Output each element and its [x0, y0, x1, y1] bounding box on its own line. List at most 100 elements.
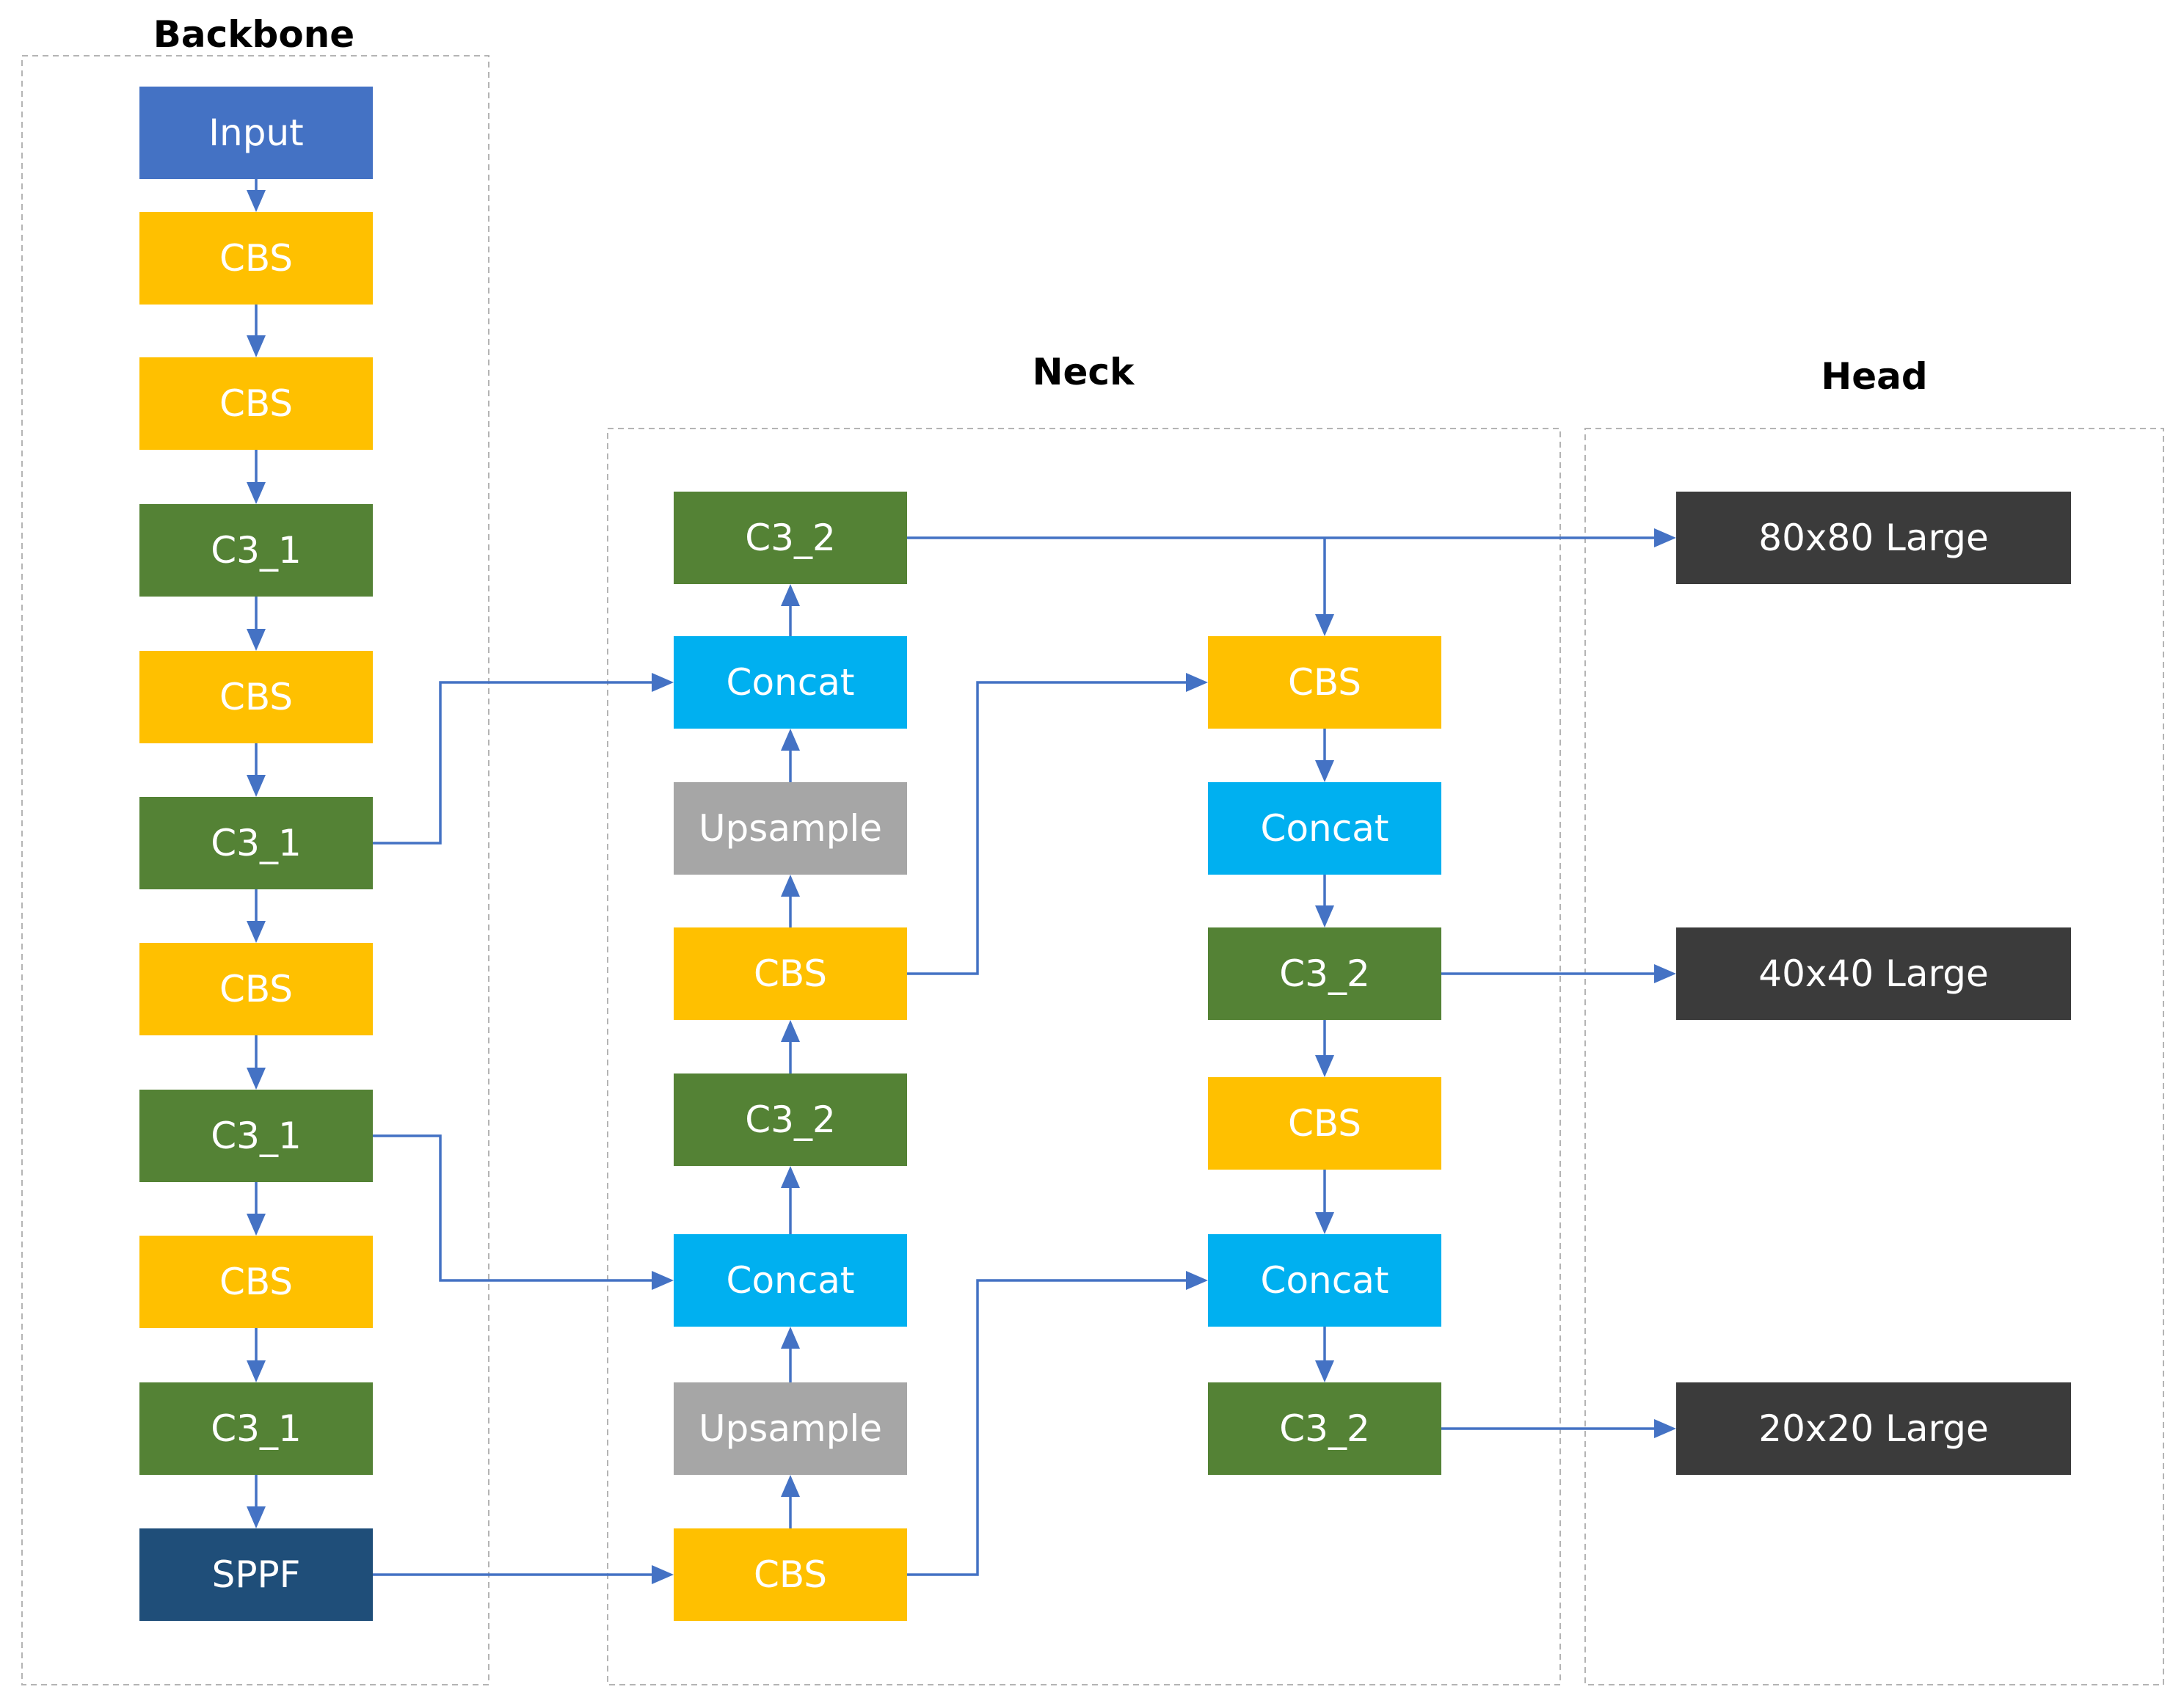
- arrowhead: [247, 1506, 266, 1528]
- node-box: [139, 1382, 373, 1475]
- node-n1-cbs2: CBS: [674, 1528, 907, 1621]
- edge-n1_cbs1-to-n1_up1: [781, 875, 800, 927]
- edge-b_c31c-to-b_cbs5: [247, 1182, 266, 1236]
- edge-b_c31b-to-b_cbs4: [247, 889, 266, 943]
- node-b-cbs1: CBS: [139, 212, 373, 305]
- edge-b_c31d-to-b_sppf: [247, 1475, 266, 1528]
- arrowhead: [781, 729, 800, 751]
- arrowhead: [781, 1327, 800, 1349]
- node-box: [139, 357, 373, 450]
- edge-n1_up2-to-n1_concat2: [781, 1327, 800, 1382]
- node-box: [674, 1073, 907, 1166]
- edge-b_c31b-to-n1_concat1: [373, 673, 674, 845]
- edge-n2_c32b-to-h_20: [1441, 1419, 1676, 1438]
- edge-b_sppf-to-n1_cbs2: [373, 1565, 674, 1584]
- edge-line: [373, 1134, 652, 1282]
- node-box: [139, 504, 373, 597]
- edge-n2_cbs2-to-n2_concat2: [1315, 1170, 1334, 1234]
- backbone-title: Backbone: [153, 13, 354, 56]
- arrowhead: [247, 629, 266, 651]
- node-box: [139, 87, 373, 179]
- arrowhead: [781, 1020, 800, 1042]
- edge-b_cbs5-to-b_c31d: [247, 1328, 266, 1382]
- node-label: C3_2: [1279, 1407, 1370, 1450]
- node-n1-concat2: Concat: [674, 1234, 907, 1327]
- node-n1-up2: Upsample: [674, 1382, 907, 1475]
- arrowhead: [781, 584, 800, 606]
- edge-n2_cbs1-to-n2_concat1: [1315, 729, 1334, 782]
- node-label: Upsample: [699, 1407, 882, 1450]
- node-label: Concat: [727, 661, 855, 704]
- node-b-cbs3: CBS: [139, 651, 373, 743]
- node-n2-cbs2: CBS: [1208, 1077, 1441, 1170]
- node-box: [139, 1236, 373, 1328]
- edge-b_cbs2-to-b_c31a: [247, 450, 266, 504]
- arrowhead: [247, 1068, 266, 1090]
- arrowhead: [1315, 760, 1334, 782]
- arrowhead: [1186, 1271, 1208, 1290]
- arrowhead: [781, 875, 800, 897]
- edge-n1_cbs2-to-n1_up2: [781, 1475, 800, 1528]
- arrowhead: [1315, 1055, 1334, 1077]
- node-n1-up1: Upsample: [674, 782, 907, 875]
- node-h-40: 40x40 Large: [1676, 927, 2071, 1020]
- arrowhead: [1315, 614, 1334, 636]
- edge-b_input-to-b_cbs1: [247, 179, 266, 212]
- node-box: [674, 927, 907, 1020]
- arrowhead: [652, 673, 674, 692]
- arrowhead: [1186, 673, 1208, 692]
- node-n1-cbs1: CBS: [674, 927, 907, 1020]
- arrowhead: [1315, 1360, 1334, 1382]
- node-label: CBS: [219, 1261, 293, 1303]
- node-b-c31a: C3_1: [139, 504, 373, 597]
- node-label: CBS: [754, 952, 827, 995]
- node-box: [139, 1090, 373, 1182]
- node-b-c31d: C3_1: [139, 1382, 373, 1475]
- node-n2-concat1: Concat: [1208, 782, 1441, 875]
- node-box: [139, 1528, 373, 1621]
- arrowhead: [781, 1475, 800, 1497]
- node-b-sppf: SPPF: [139, 1528, 373, 1621]
- node-box: [139, 651, 373, 743]
- edge-n1_c32a-to-n2_cbs1: [1315, 538, 1334, 636]
- edge-b_cbs1-to-b_cbs2: [247, 305, 266, 357]
- node-label: C3_1: [211, 1115, 302, 1157]
- node-b-cbs2: CBS: [139, 357, 373, 450]
- edge-b_c31a-to-b_cbs3: [247, 597, 266, 651]
- node-box: [1208, 1382, 1441, 1475]
- arrowhead: [1315, 905, 1334, 927]
- edge-n1_c32a-to-h_80: [907, 528, 1676, 547]
- head-group: [1584, 428, 2164, 1685]
- node-label: CBS: [219, 676, 293, 718]
- arrowhead: [247, 190, 266, 212]
- edge-n1_cbs2-to-n2_concat2: [907, 1271, 1208, 1576]
- node-box: [1208, 927, 1441, 1020]
- nodes-layer: InputCBSCBSC3_1CBSC3_1CBSC3_1CBSC3_1SPPF…: [139, 87, 2071, 1621]
- node-label: Upsample: [699, 807, 882, 850]
- node-box: [674, 1528, 907, 1621]
- edge-line: [907, 681, 1186, 975]
- node-box: [674, 782, 907, 875]
- node-box: [139, 943, 373, 1035]
- arrowhead: [1315, 1212, 1334, 1234]
- edge-n1_concat2-to-n1_c32b: [781, 1166, 800, 1234]
- node-box: [139, 797, 373, 889]
- arrowhead: [247, 335, 266, 357]
- node-box: [674, 636, 907, 729]
- node-label: C3_2: [745, 517, 836, 559]
- node-label: C3_2: [1279, 952, 1370, 995]
- node-box: [1208, 1077, 1441, 1170]
- node-label: C3_1: [211, 529, 302, 572]
- node-n1-c32a: C3_2: [674, 492, 907, 584]
- node-b-input: Input: [139, 87, 373, 179]
- edge-n2_concat1-to-n2_c32a: [1315, 875, 1334, 927]
- node-box: [1208, 1234, 1441, 1327]
- node-box: [1208, 636, 1441, 729]
- node-n2-cbs1: CBS: [1208, 636, 1441, 729]
- arrowhead: [247, 1214, 266, 1236]
- arrowhead: [1654, 528, 1676, 547]
- arrowhead: [247, 1360, 266, 1382]
- node-b-cbs5: CBS: [139, 1236, 373, 1328]
- arrowhead: [1654, 964, 1676, 983]
